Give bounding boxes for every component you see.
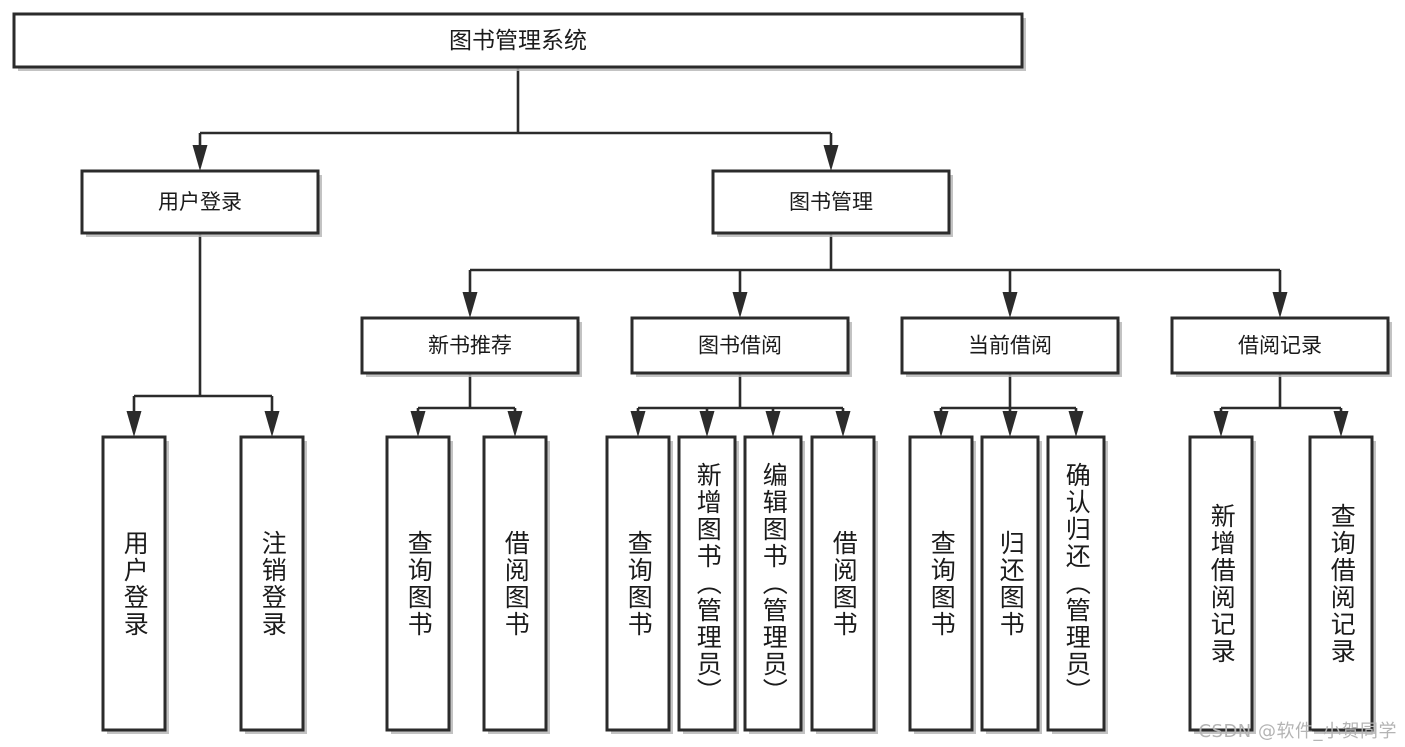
node-current-borrow[interactable]: 当前借阅 xyxy=(900,316,1122,377)
connector-conn-root-to-level1 xyxy=(192,67,839,171)
node-leaf-add-borrow-record[interactable] xyxy=(1188,435,1256,734)
node-book-management-label: 图书管理 xyxy=(789,190,873,214)
node-leaf-borrow-book-recommend[interactable] xyxy=(482,435,550,734)
node-leaf-query-book-current[interactable] xyxy=(908,435,976,734)
connector-conn-book-management-to-level2 xyxy=(462,233,1288,318)
connector-conn-borrow-record-to-leaves xyxy=(1213,373,1349,437)
connector-layer xyxy=(126,67,1349,437)
connector-conn-book-borrow-to-leaves xyxy=(630,373,851,437)
node-borrow-record[interactable]: 借阅记录 xyxy=(1170,316,1392,377)
node-book-borrow[interactable]: 图书借阅 xyxy=(630,316,852,377)
connector-conn-user-login-to-leaves xyxy=(126,233,280,437)
node-leaf-return-book[interactable] xyxy=(980,435,1042,734)
node-leaf-add-book-admin[interactable] xyxy=(677,435,739,734)
node-borrow-record-label: 借阅记录 xyxy=(1238,334,1322,358)
node-current-borrow-label: 当前借阅 xyxy=(968,334,1052,358)
watermark-text: CSDN @软件_小贺同学 xyxy=(1198,721,1397,742)
connector-conn-current-borrow-to-leaves xyxy=(933,373,1084,437)
node-root[interactable]: 图书管理系统 xyxy=(12,12,1026,71)
node-leaf-query-borrow-record[interactable] xyxy=(1308,435,1376,734)
node-root-label: 图书管理系统 xyxy=(449,28,587,54)
node-user-login-label: 用户登录 xyxy=(158,190,242,214)
node-leaf-query-book-recommend[interactable] xyxy=(385,435,453,734)
node-new-book-recommend[interactable]: 新书推荐 xyxy=(360,316,582,377)
node-leaf-confirm-return-admin[interactable] xyxy=(1046,435,1108,734)
node-leaf-borrow-book[interactable] xyxy=(810,435,878,734)
node-user-login[interactable]: 用户登录 xyxy=(80,169,322,237)
node-book-borrow-label: 图书借阅 xyxy=(698,334,782,358)
node-leaf-user-logout[interactable] xyxy=(239,435,307,734)
connector-conn-new-book-recommend-to-leaves xyxy=(410,373,523,437)
node-leaf-user-login[interactable] xyxy=(101,435,169,734)
node-new-book-recommend-label: 新书推荐 xyxy=(428,334,512,358)
node-book-management[interactable]: 图书管理 xyxy=(711,169,953,237)
node-leaf-edit-book-admin[interactable] xyxy=(743,435,805,734)
node-leaf-query-book-borrow[interactable] xyxy=(605,435,673,734)
